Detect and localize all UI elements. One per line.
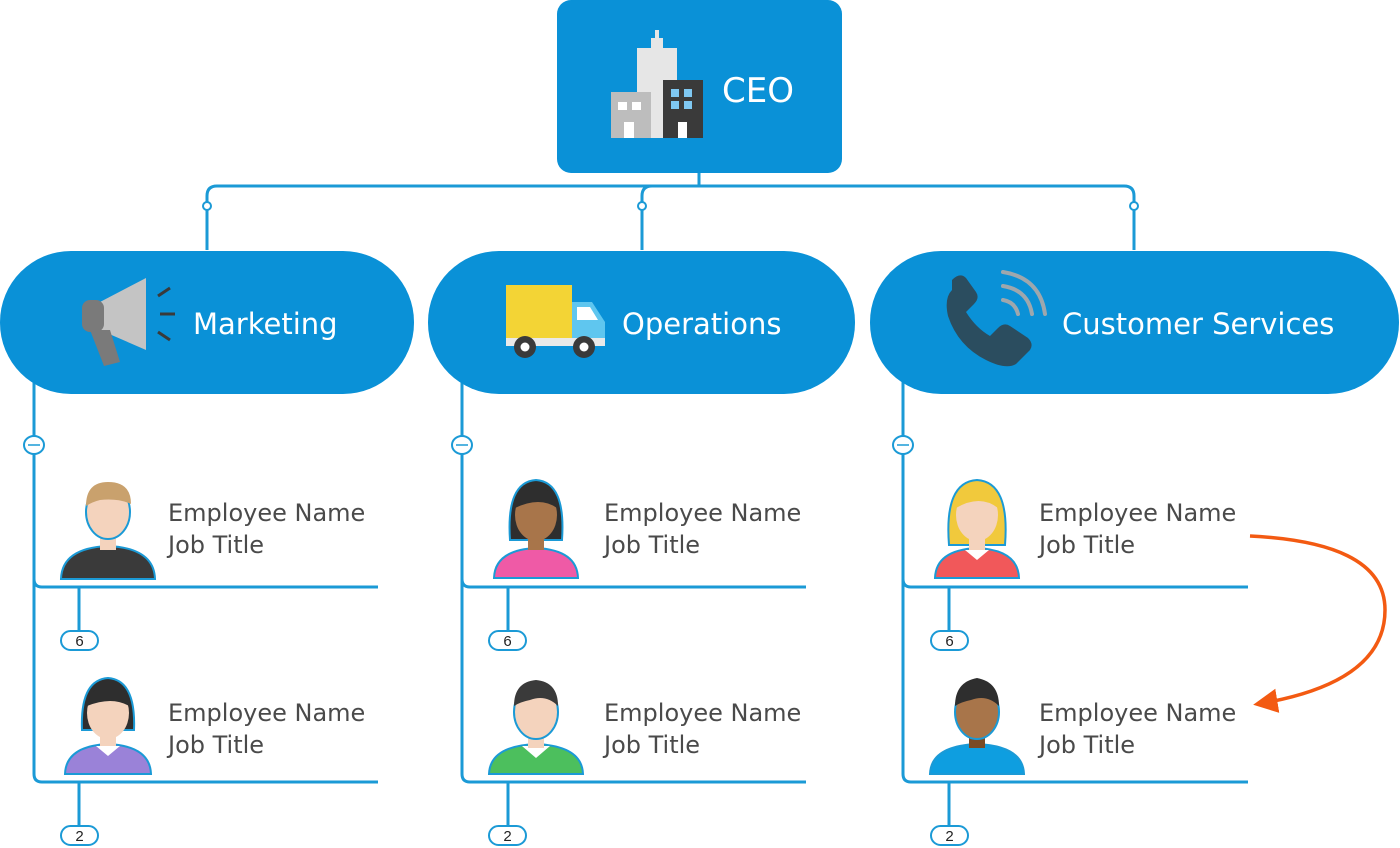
relationship-arrow[interactable] bbox=[1249, 534, 1387, 713]
employee-job-title: Job Title bbox=[166, 731, 264, 759]
customer-services-label: Customer Services bbox=[1062, 307, 1334, 341]
employee-job-title: Job Title bbox=[602, 731, 700, 759]
ceo-label: CEO bbox=[722, 71, 794, 111]
ceo-node[interactable]: CEO bbox=[557, 0, 842, 173]
employee-card[interactable]: Employee Name Job Title bbox=[59, 482, 365, 580]
count-badge[interactable]: 6 bbox=[930, 630, 969, 651]
employee-name: Employee Name bbox=[1039, 499, 1236, 527]
collapse-toggle-marketing-list[interactable] bbox=[23, 435, 45, 455]
marketing-connectors bbox=[23, 380, 378, 826]
employee-card[interactable]: Employee Name Job Title bbox=[933, 478, 1236, 579]
office-buildings-icon bbox=[611, 30, 703, 138]
employee-name: Employee Name bbox=[1039, 699, 1236, 727]
operations-connectors bbox=[451, 380, 806, 826]
employee-card[interactable]: Employee Name Job Title bbox=[928, 678, 1236, 775]
delivery-truck-icon bbox=[506, 285, 605, 358]
customer-services-node[interactable]: Customer Services bbox=[870, 251, 1399, 394]
count-badge[interactable]: 2 bbox=[60, 825, 99, 846]
employee-job-title: Job Title bbox=[602, 531, 700, 559]
count-badge-text: 2 bbox=[75, 828, 83, 845]
collapse-toggle-marketing[interactable] bbox=[202, 201, 212, 211]
employee-card[interactable]: Employee Name Job Title bbox=[492, 478, 801, 579]
employee-name: Employee Name bbox=[604, 699, 801, 727]
man-dark-skin-avatar bbox=[928, 678, 1026, 775]
marketing-node[interactable]: Marketing bbox=[0, 251, 414, 394]
employee-card[interactable]: Employee Name Job Title bbox=[487, 680, 801, 775]
operations-node[interactable]: Operations bbox=[428, 251, 855, 394]
count-badge-text: 6 bbox=[503, 633, 511, 650]
department-marketing: Marketing Employee Name Job Title 6 bbox=[0, 251, 414, 846]
man-green-shirt-avatar bbox=[487, 680, 585, 775]
woman-dark-hair-avatar bbox=[63, 676, 153, 775]
marketing-label: Marketing bbox=[193, 307, 338, 341]
count-badge-text: 2 bbox=[945, 828, 953, 845]
employee-job-title: Job Title bbox=[1037, 531, 1135, 559]
employee-name: Employee Name bbox=[604, 499, 801, 527]
collapse-toggle-operations-list[interactable] bbox=[451, 435, 473, 455]
count-badge[interactable]: 2 bbox=[488, 825, 527, 846]
woman-dark-skin-avatar bbox=[492, 478, 580, 579]
count-badge[interactable]: 6 bbox=[488, 630, 527, 651]
count-badge-text: 2 bbox=[503, 828, 511, 845]
employee-name: Employee Name bbox=[168, 499, 365, 527]
count-badge-text: 6 bbox=[75, 633, 83, 650]
count-badge[interactable]: 2 bbox=[930, 825, 969, 846]
employee-name: Employee Name bbox=[168, 699, 365, 727]
department-customer-services: Customer Services Employee Name Job Titl… bbox=[870, 251, 1399, 846]
count-badge-text: 6 bbox=[945, 633, 953, 650]
collapse-toggle-customer-services-list[interactable] bbox=[892, 435, 914, 455]
employee-job-title: Job Title bbox=[1037, 731, 1135, 759]
collapse-toggle-customer-services[interactable] bbox=[1129, 201, 1139, 211]
customer-services-connectors bbox=[892, 380, 1248, 826]
operations-label: Operations bbox=[622, 307, 781, 341]
ceo-connectors bbox=[202, 172, 1139, 250]
department-operations: Operations Employee Name Job Title 6 bbox=[428, 251, 855, 846]
collapse-toggle-operations[interactable] bbox=[637, 201, 647, 211]
employee-card[interactable]: Employee Name Job Title bbox=[63, 676, 365, 775]
woman-blonde-avatar bbox=[933, 478, 1021, 579]
phone-icon bbox=[946, 270, 1047, 367]
megaphone-icon bbox=[82, 278, 175, 366]
count-badge[interactable]: 6 bbox=[60, 630, 99, 651]
employee-job-title: Job Title bbox=[166, 531, 264, 559]
man-blond-avatar bbox=[59, 482, 157, 580]
